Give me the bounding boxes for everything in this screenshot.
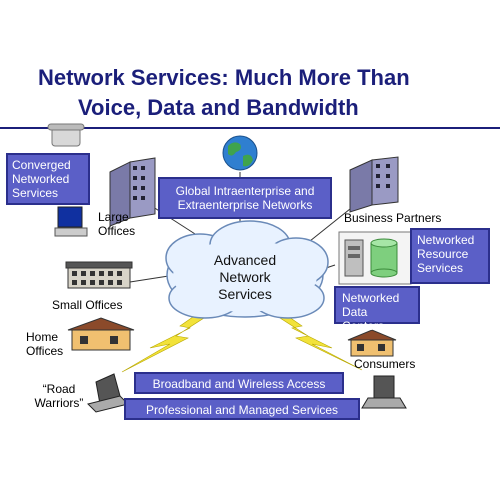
broadband-wireless-box: Broadband and Wireless Access [134, 372, 344, 394]
laptop-right-icon [361, 375, 407, 409]
home-office-house-icon [67, 317, 135, 351]
laptop-left-icon [87, 373, 129, 413]
small-offices-label: Small Offices [52, 298, 123, 312]
cloud-label: Advanced Network Services [213, 252, 277, 302]
computer-icon [54, 206, 88, 237]
consumer-house-icon [347, 329, 397, 357]
consumers-label: Consumers [354, 357, 416, 371]
line-business-partners [304, 204, 356, 246]
networked-data-centers-box: Networked Data Centers [334, 286, 420, 333]
large-office-building-icon [109, 157, 156, 227]
networked-resource-services-box: Networked Resource Services [410, 228, 490, 284]
global-networks-box: Global Intraenterprise and Extraenterpri… [158, 177, 332, 219]
small-office-building-icon [65, 261, 133, 289]
database-icon [370, 238, 398, 278]
business-partners-building-icon [349, 156, 399, 213]
lightning-bolt-left [121, 311, 205, 373]
telephone-icon [47, 123, 85, 147]
globe-icon [222, 135, 258, 171]
home-offices-label: Home Offices [26, 330, 64, 358]
converged-networked-services-box: Converged Networked Services [6, 153, 90, 205]
road-warriors-label: “Road Warriors” [34, 382, 84, 410]
title-line-1: Network Services: Much More Than [38, 65, 410, 90]
cloud-shape [165, 220, 329, 319]
large-offices-label: Large Offices [98, 210, 136, 238]
professional-managed-services-box: Professional and Managed Services [124, 398, 360, 420]
business-partners-label: Business Partners [344, 211, 442, 225]
title-rule [0, 127, 500, 129]
title-line-2: Voice, Data and Bandwidth [78, 95, 359, 120]
